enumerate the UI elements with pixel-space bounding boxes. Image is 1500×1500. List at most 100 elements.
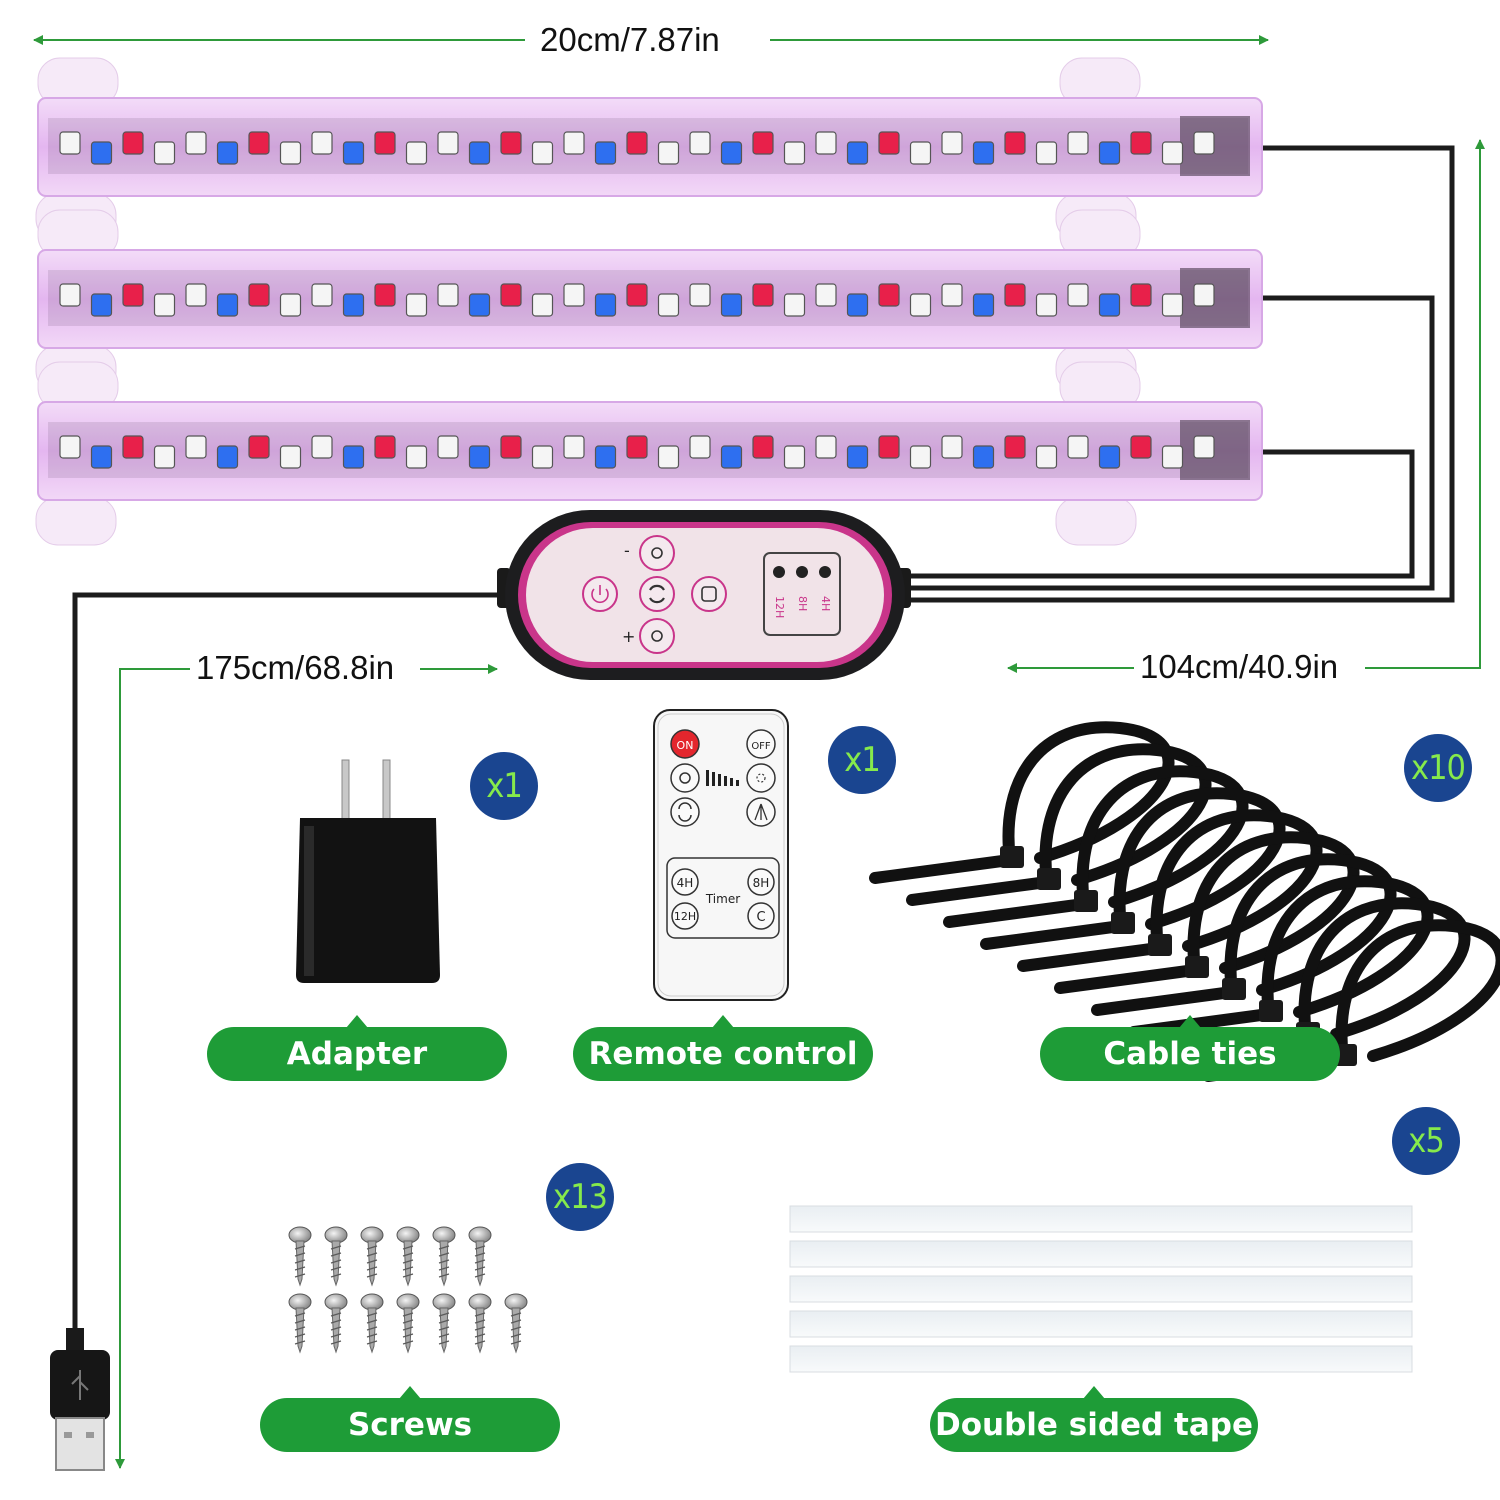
cable-tie [980,787,1286,950]
bar-end-cap [1180,420,1250,480]
led-chip [1193,283,1215,307]
bar-wires [72,145,1455,1330]
double-sided-tape-label: Double sided tape [930,1386,1258,1452]
led-chip [972,293,995,317]
remote-dim-button[interactable] [746,763,776,793]
tape-illustration [789,1205,1413,1373]
led-chip [531,293,554,317]
led-chip [846,445,869,469]
bar-end-cap [1180,268,1250,328]
led-chip [531,445,554,469]
led-chip [437,283,459,307]
led-chip [185,435,207,459]
led-chip [216,141,239,165]
remote-timer-8h-button[interactable] [747,868,775,896]
tape-strip [789,1345,1413,1373]
controller-brightness-up-button[interactable] [639,618,675,654]
controller-mode-button[interactable] [639,576,675,612]
led-chip [1161,141,1184,165]
led-chip [216,293,239,317]
led-chip [941,283,963,307]
screws-illustration [288,1226,528,1354]
led-chip [594,445,617,469]
led-chip [437,435,459,459]
clock-icon [701,586,717,602]
screw [288,1226,312,1287]
led-chip [1067,131,1089,155]
led-chip [689,435,711,459]
bar-length-label: 20cm/7.87in [534,20,726,60]
remote-timer-4h-label: 4H [677,876,694,890]
led-chip [752,131,774,155]
led-chip [657,293,680,317]
led-chip [657,445,680,469]
remote-timer-4h-button[interactable] [671,868,699,896]
controller-brightness-down-button[interactable] [639,535,675,571]
remote-illustration: ON OFF 4H 8H 12H C Timer [653,709,789,1001]
controller-timer-4h: 4H [819,596,832,611]
cable-ties-illustration [869,721,1500,1082]
led-bar [35,361,1263,546]
usb-cable-length-label: 175cm/68.8in [190,648,401,688]
bar-housing [37,401,1263,501]
remote-off-button[interactable] [746,729,776,759]
tape-strip [789,1205,1413,1233]
led-chip [374,435,396,459]
led-chip [1004,435,1026,459]
controller-timer-labels: 4H 8H 12H [773,596,832,618]
led-chip [1098,445,1121,469]
inline-controller: 4H 8H 12H - + [497,510,911,680]
led-chip [563,131,585,155]
remote-timer-12h-button[interactable] [671,902,699,930]
led-chip [405,293,428,317]
controller-minus-sign: - [624,541,630,560]
power-icon [591,585,609,604]
led-chip [311,435,333,459]
led-chip [815,131,837,155]
led-chip [468,445,491,469]
led-chip [909,293,932,317]
screw [504,1293,528,1354]
bar-end-cap [1180,116,1250,176]
led-chip [405,445,428,469]
led-chip [90,141,113,165]
led-chip [1130,435,1152,459]
led-chip [1098,293,1121,317]
adapter-quantity-badge: x1 [470,752,538,820]
led-chip [878,283,900,307]
screw [360,1293,384,1354]
led-chip [468,141,491,165]
led-chip [1035,293,1058,317]
controller-timer-12h: 12H [773,596,786,618]
controller-icons [591,547,717,642]
led-chip [563,283,585,307]
remote-timer-cancel-label: C [756,910,765,925]
remote-cycle-button[interactable] [670,797,700,827]
remote-brightness-button[interactable] [670,763,700,793]
screw [324,1293,348,1354]
led-chip [1067,283,1089,307]
led-chip [311,283,333,307]
screw [468,1293,492,1354]
screw [324,1226,348,1287]
tape-strip [789,1240,1413,1268]
led-chip [342,141,365,165]
adapter-illustration [296,759,440,983]
led-chip [846,293,869,317]
controller-timer-button[interactable] [691,576,727,612]
remote-timer-cancel-button[interactable] [747,902,775,930]
led-chip [626,435,648,459]
led-chip [815,283,837,307]
led-chip [689,131,711,155]
led-chip [59,283,81,307]
led-chip [972,445,995,469]
dim-sun-icon [756,773,766,783]
led-chip [185,283,207,307]
led-chip [909,141,932,165]
led-chip [122,283,144,307]
remote-on-button[interactable] [670,729,700,759]
led-chip [720,445,743,469]
screw [288,1293,312,1354]
mounting-clip [35,496,117,546]
led-chip [531,141,554,165]
